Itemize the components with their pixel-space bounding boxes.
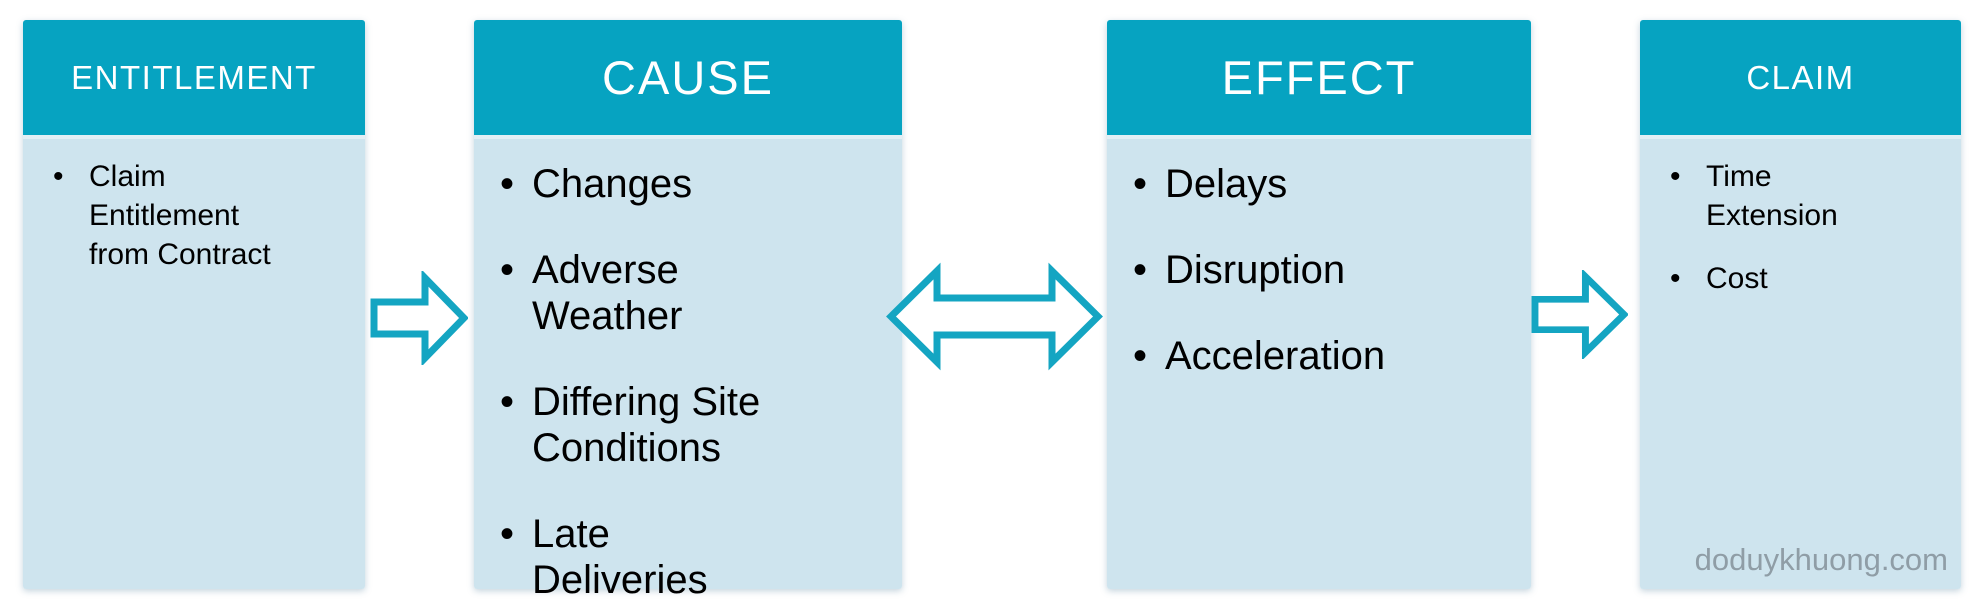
list-item: Adverse Weather (500, 247, 787, 339)
list-item: Acceleration (1133, 333, 1523, 379)
list-item: Cost (1670, 259, 1866, 298)
box-effect-body: Delays Disruption Acceleration (1107, 135, 1531, 589)
right-arrow-icon (1531, 270, 1628, 359)
box-cause-header: CAUSE (474, 20, 902, 135)
box-entitlement-header: ENTITLEMENT (23, 20, 365, 135)
list-item: Disruption (1133, 247, 1523, 293)
box-claim-header: CLAIM (1640, 20, 1961, 135)
box-effect-header: EFFECT (1107, 20, 1531, 135)
box-claim: CLAIM Time Extension Cost (1640, 20, 1961, 589)
box-claim-body: Time Extension Cost (1640, 135, 1961, 589)
box-cause-body: Changes Adverse Weather Differing Site C… (474, 135, 902, 602)
box-cause-title: CAUSE (602, 51, 774, 104)
cause-bullet-list: Changes Adverse Weather Differing Site C… (474, 139, 902, 603)
list-item: Late Deliveries (500, 511, 787, 603)
box-claim-title: CLAIM (1746, 58, 1855, 96)
box-entitlement-body: Claim Entitlement from Contract (23, 135, 365, 589)
box-cause: CAUSE Changes Adverse Weather Differing … (474, 20, 902, 602)
box-entitlement: ENTITLEMENT Claim Entitlement from Contr… (23, 20, 365, 589)
list-item: Time Extension (1670, 157, 1866, 235)
entitlement-bullet-list: Claim Entitlement from Contract (23, 139, 365, 274)
list-item: Delays (1133, 161, 1523, 207)
watermark-text: doduykhuong.com (1694, 542, 1948, 577)
box-effect-title: EFFECT (1221, 51, 1417, 104)
effect-bullet-list: Delays Disruption Acceleration (1107, 139, 1531, 379)
list-item: Changes (500, 161, 787, 207)
box-effect: EFFECT Delays Disruption Acceleration (1107, 20, 1531, 589)
double-headed-arrow-icon (886, 262, 1103, 371)
claim-bullet-list: Time Extension Cost (1640, 139, 1961, 298)
list-item: Differing Site Conditions (500, 379, 787, 471)
box-entitlement-title: ENTITLEMENT (71, 58, 317, 96)
list-item: Claim Entitlement from Contract (53, 157, 279, 274)
right-arrow-icon (370, 271, 468, 365)
